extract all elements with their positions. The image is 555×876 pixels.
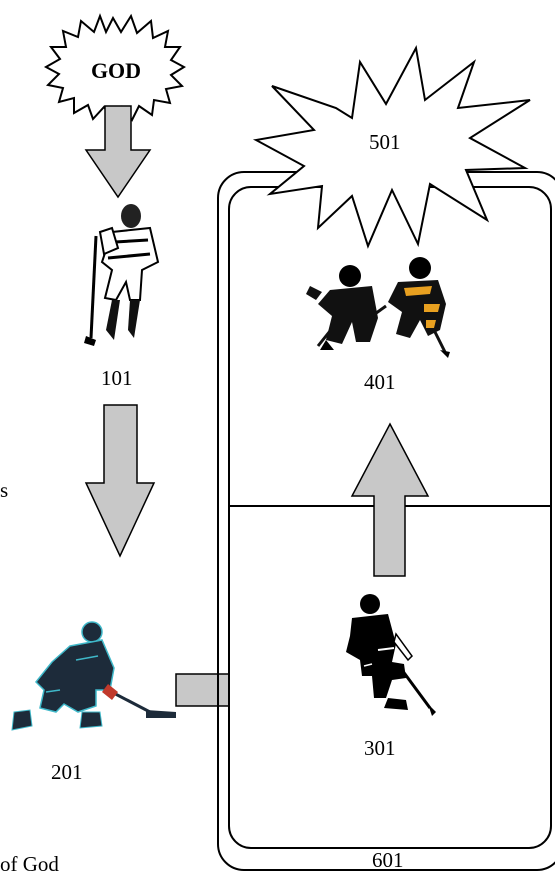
player-201-icon xyxy=(11,621,176,731)
label-201: 201 xyxy=(51,760,83,784)
arrow-101-to-201 xyxy=(84,404,156,558)
label-601: 601 xyxy=(372,848,404,872)
god-label: GOD xyxy=(90,58,142,83)
starburst-501-shape xyxy=(252,44,531,249)
label-101: 101 xyxy=(101,366,133,390)
player-101-icon xyxy=(84,204,160,346)
label-401: 401 xyxy=(364,370,396,394)
arrow-god-to-101 xyxy=(84,105,152,199)
partial-text-left: s xyxy=(0,478,9,502)
player-301-icon xyxy=(346,594,436,716)
label-501: 501 xyxy=(369,130,401,154)
players-401-icon xyxy=(306,257,450,358)
partial-text-bottom: of God xyxy=(0,852,59,876)
label-301: 301 xyxy=(364,736,396,760)
arrow-301-to-401 xyxy=(350,422,430,577)
